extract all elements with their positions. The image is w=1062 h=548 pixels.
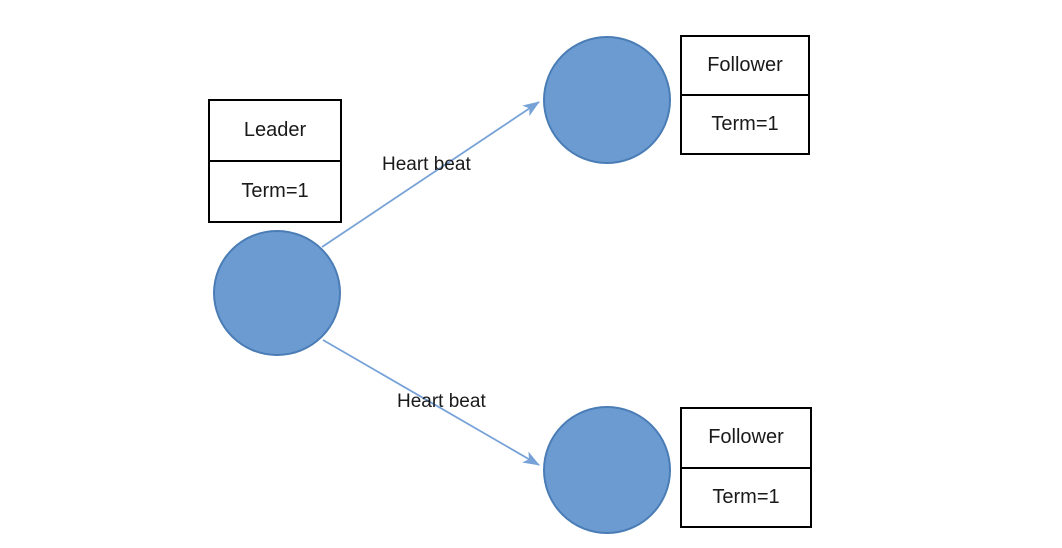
- follower-top-label-box: Follower Term=1: [680, 35, 810, 155]
- follower-top-term-label: Term=1: [711, 113, 779, 135]
- heartbeat-label-top: Heart beat: [382, 154, 471, 175]
- follower-bottom-label-box: Follower Term=1: [680, 407, 812, 528]
- leader-role-label: Leader: [210, 101, 340, 162]
- follower-top-role-label: Follower: [682, 37, 808, 96]
- heartbeat-arrow-top: [321, 101, 540, 248]
- follower-bottom-node-circle: [543, 406, 671, 534]
- follower-bottom-role-label: Follower: [682, 409, 810, 469]
- leader-term-label: Term=1: [241, 180, 309, 202]
- heartbeat-arrow-bottom: [322, 339, 540, 466]
- follower-bottom-term-label: Term=1: [712, 485, 780, 508]
- follower-top-node-circle: [543, 36, 671, 164]
- heartbeat-label-bottom: Heart beat: [397, 391, 486, 412]
- leader-label-box: Leader Term=1: [208, 99, 342, 223]
- leader-node-circle: [213, 230, 341, 356]
